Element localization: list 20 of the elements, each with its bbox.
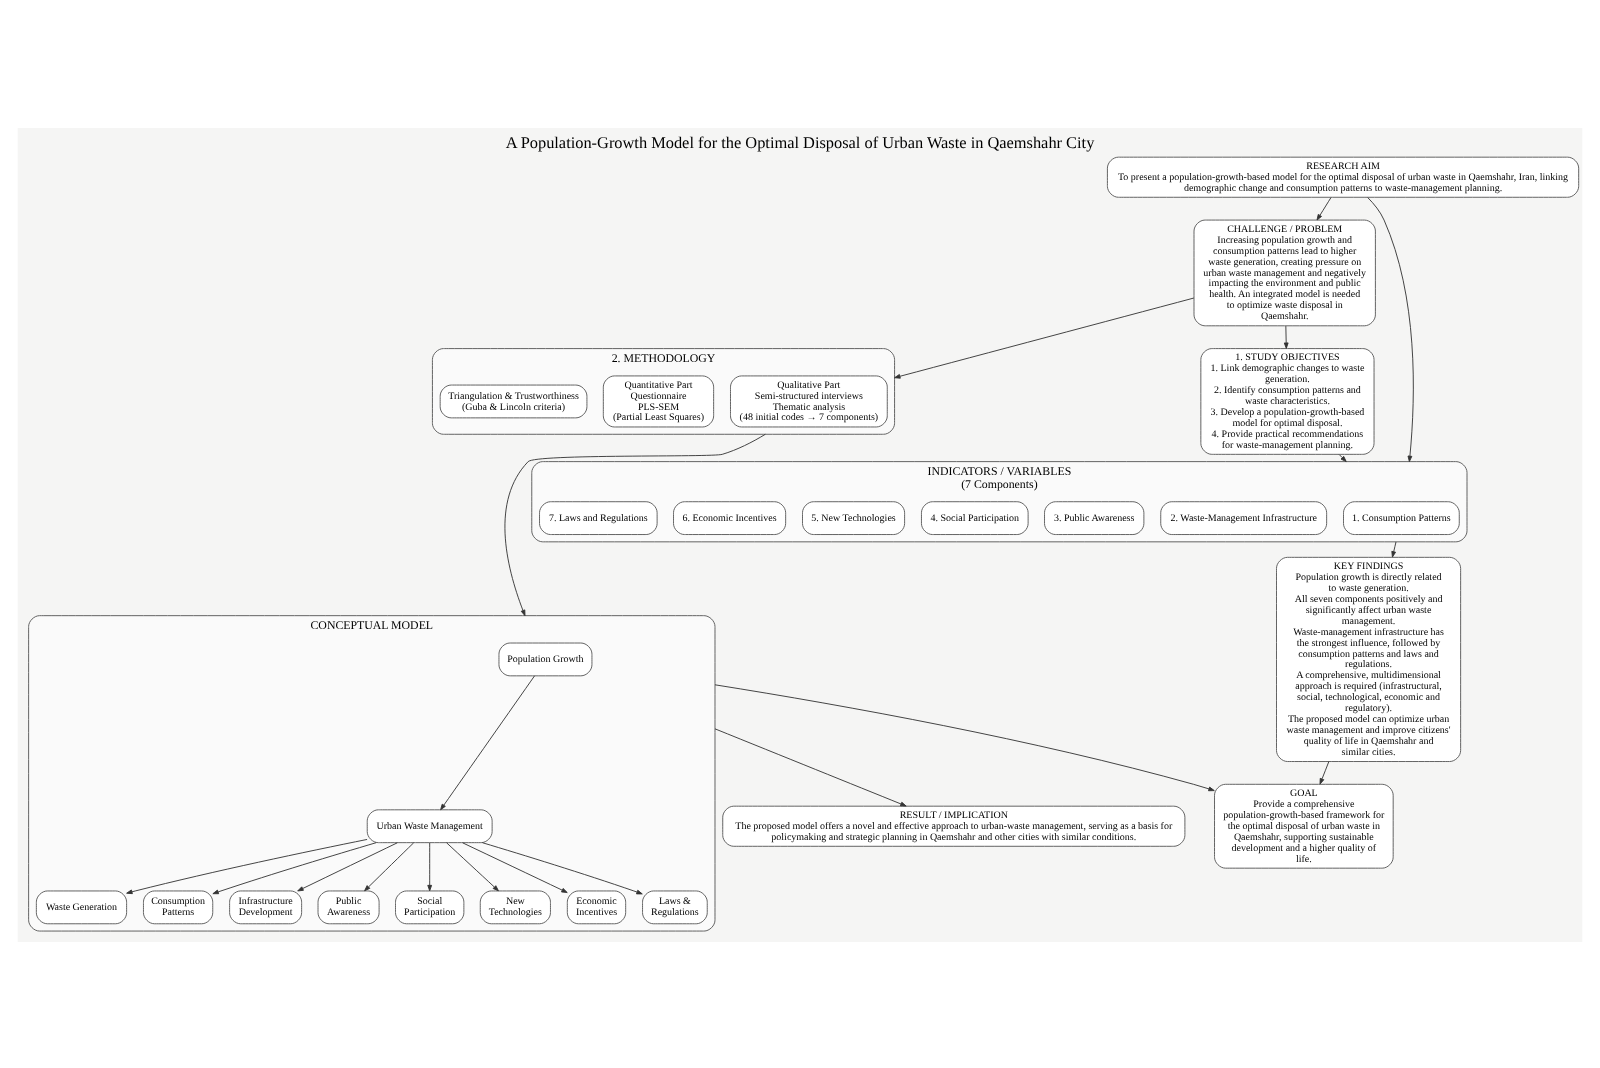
- diagram-title: A Population-Growth Model for the Optimal Disposal of Urban Waste in Qaemshahr City: [505, 133, 1095, 152]
- arrow: [1283, 324, 1289, 348]
- arrow: [427, 841, 433, 891]
- arrow: [894, 296, 1195, 378]
- arrow: [440, 674, 535, 810]
- arrow: [446, 841, 499, 891]
- arrow: [481, 841, 643, 894]
- arrow: [126, 838, 368, 894]
- arrow: [714, 683, 1215, 791]
- arrow: [1316, 196, 1332, 220]
- arrow: [462, 841, 568, 892]
- arrow: [1338, 452, 1347, 462]
- arrow: [1319, 760, 1330, 784]
- arrow: [1367, 196, 1414, 462]
- arrow: [364, 841, 415, 891]
- arrow: [504, 432, 766, 616]
- arrow: [297, 841, 398, 891]
- arrow: [1391, 540, 1397, 557]
- arrow: [714, 727, 907, 806]
- arrow: [212, 841, 377, 894]
